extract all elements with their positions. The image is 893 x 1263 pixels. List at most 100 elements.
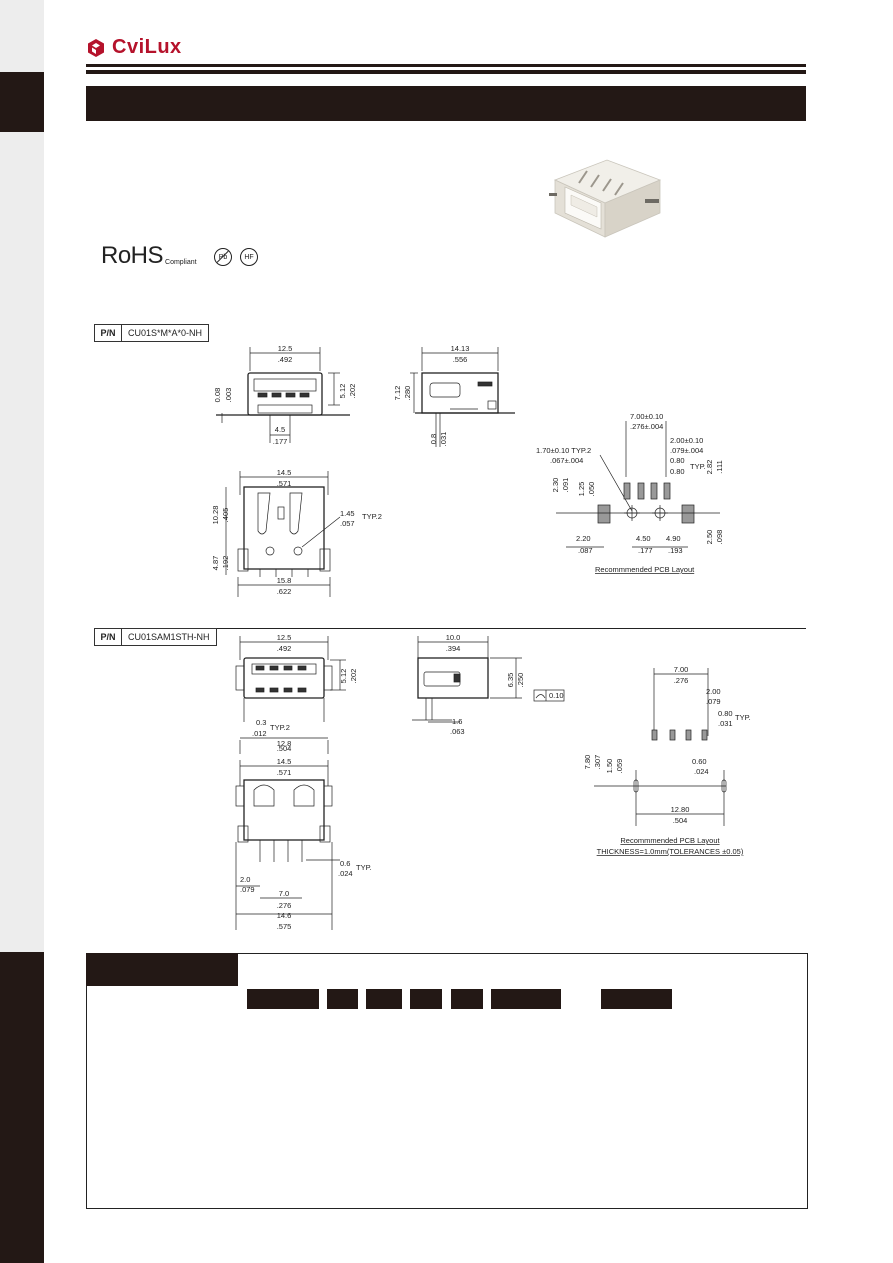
dim-text: 7.80	[583, 755, 592, 770]
dim-text: 12.5	[277, 633, 292, 642]
dim-text: 0.6	[340, 859, 350, 868]
dim-text: .050	[587, 482, 596, 497]
dim-text: .276	[674, 676, 689, 685]
dim-text: 0.80	[670, 456, 685, 465]
rohs-mark: RoHS Compliant	[101, 244, 197, 268]
dim-text: 7.00±0.10	[630, 412, 663, 421]
dim-text: .024	[338, 869, 353, 878]
rohs-text: RoHS	[101, 242, 164, 269]
dim-text: 0.08	[213, 388, 222, 403]
dim-text: .250	[516, 673, 525, 688]
dim-text: .492	[277, 644, 292, 653]
dim-text: 6.35	[506, 673, 515, 688]
pn-value: CU01SAM1STH-NH	[128, 632, 210, 642]
s1-side-view: 14.13 .556 7.12 .280 0.8 .031	[393, 344, 515, 447]
dim-text: 1.45	[340, 509, 355, 518]
dim-text: 5.12	[339, 669, 348, 684]
pn-box-2: P/N CU01SAM1STH-NH	[94, 628, 217, 646]
dim-text: 2.50	[705, 530, 714, 545]
dim-text: .177	[638, 546, 653, 555]
dim-text: .193	[668, 546, 683, 555]
dim-text: 2.82	[705, 460, 714, 475]
section-divider	[94, 628, 806, 629]
ordering-info-tab	[86, 953, 238, 986]
dim-text: .177	[273, 437, 288, 446]
dim-text: 5.12	[338, 384, 347, 399]
dim-text: .556	[453, 355, 468, 364]
pcb-caption-thickness: THICKNESS=1.0mm(TOLERANCES ±0.05)	[597, 847, 744, 856]
dim-text: .057	[340, 519, 355, 528]
code-segment-4	[410, 989, 442, 1009]
brand-logo-icon	[88, 38, 104, 57]
code-segment-2	[327, 989, 358, 1009]
dim-text: 7.00	[674, 665, 689, 674]
dim-text: 4.5	[275, 425, 285, 434]
dim-text: .405	[221, 508, 230, 523]
s2-pcb-layout: 7.00 .276 2.00 .079 0.80 TYP. .031 7.80 …	[583, 665, 751, 856]
dim-text: 2.30	[551, 478, 560, 493]
dim-text: .622	[277, 587, 292, 596]
s2-side-view: 10.0 .394 6.35 .250 0.10 1.6 .063	[412, 633, 565, 736]
dim-text: .003	[224, 388, 233, 403]
pcb-caption: Recommmended PCB Layout	[620, 836, 720, 845]
dim-text: 15.8	[277, 576, 292, 585]
dim-text: 2.00±0.10	[670, 436, 703, 445]
pn-value: CU01S*M*A*0-NH	[128, 328, 203, 338]
dim-text: 4.50	[636, 534, 651, 543]
dim-text: .202	[349, 669, 358, 684]
pb-free-icon: Pb	[214, 248, 232, 266]
pn-label: P/N	[95, 325, 122, 341]
dim-text: .079±.004	[670, 446, 703, 455]
dim-text: 10.28	[211, 506, 220, 525]
dim-text: 4.90	[666, 534, 681, 543]
s2-front-view: 12.5 .492 5.12 .202 0.3 TYP.2 .012 12.8 …	[235, 633, 358, 754]
brand-name: CviLux	[112, 36, 182, 58]
side-tab-lower	[0, 952, 44, 1263]
dim-text: 7.12	[393, 386, 402, 401]
dim-text: 0.60	[692, 757, 707, 766]
dim-text: 14.6	[277, 911, 292, 920]
dim-text: TYP.	[356, 863, 372, 872]
dim-text: 1.25	[577, 482, 586, 497]
dim-text: .091	[561, 478, 570, 493]
header-rule-thin	[86, 70, 806, 74]
dim-text: 1.50	[605, 759, 614, 774]
dim-text: TYP.2	[270, 723, 290, 732]
s1-front-view: 12.5 .492 4.5 .177 5.12 .202 0.08 .003	[213, 344, 357, 446]
s1-pcb-layout: 1.70±0.10 TYP.2 .067±.004 7.00±0.10 .276…	[536, 412, 724, 574]
dim-text: 14.5	[277, 757, 292, 766]
dim-text: .492	[278, 355, 293, 364]
code-segment-3	[366, 989, 402, 1009]
dim-text: .504	[277, 744, 292, 753]
dim-text: 0.3	[256, 718, 266, 727]
dim-text: .024	[694, 767, 709, 776]
dim-text: 0.10	[549, 691, 564, 700]
product-photo	[549, 159, 662, 238]
dim-text: TYP.	[735, 713, 751, 722]
dim-text: .079	[706, 697, 721, 706]
dim-text: 0.80	[670, 467, 685, 476]
dim-text: 12.5	[278, 344, 293, 353]
dim-text: .571	[277, 479, 292, 488]
code-segment-series	[247, 989, 319, 1009]
dim-text: .280	[403, 386, 412, 401]
title-bar	[86, 86, 806, 121]
dim-text: 12.80	[671, 805, 690, 814]
dim-text: .192	[221, 556, 230, 571]
ordering-info-box	[86, 953, 808, 1209]
dim-text: 2.00	[706, 687, 721, 696]
brand-logo: CviLux	[86, 36, 182, 59]
dim-text: .087	[578, 546, 593, 555]
dim-text: .031	[439, 432, 448, 447]
dim-text: 14.5	[277, 468, 292, 477]
s1-bottom-view: 14.5 .571 15.8 .622 10.28 .405 4.87 .192…	[211, 468, 382, 597]
dim-text: 2.0	[240, 875, 250, 884]
dim-text: .276±.004	[630, 422, 663, 431]
dim-text: TYP.	[690, 462, 706, 471]
dim-text: 1.6	[452, 717, 462, 726]
dim-text: .394	[446, 644, 461, 653]
pn-label: P/N	[95, 629, 122, 645]
dim-text: 0.8	[429, 434, 438, 444]
dim-text: .276	[277, 901, 292, 910]
dim-text: .504	[673, 816, 688, 825]
